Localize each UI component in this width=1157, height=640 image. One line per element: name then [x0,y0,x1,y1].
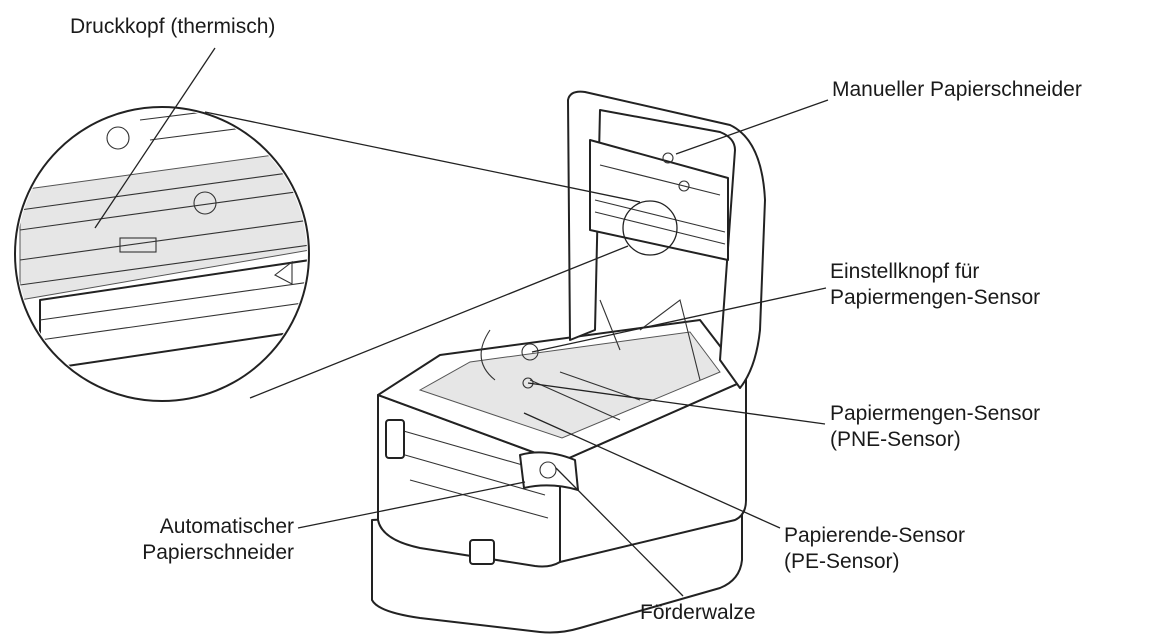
paper-compartment [418,331,721,439]
lid-shell [567,90,766,389]
leader-pe [523,412,781,529]
label-pe-line2: (PE-Sensor) [784,550,900,573]
front-button [385,419,405,459]
leader-knob [531,287,827,353]
leader-manual-cutter [675,99,829,155]
lid-cutter-bar [589,139,729,261]
zoom-target-circle [622,200,678,256]
label-pne-line1: Papiermengen-Sensor [830,402,1041,425]
label-manual-cutter: Manueller Papierschneider [832,78,1082,101]
label-pe-sensor: Papierende-Sensor (PE-Sensor) [784,523,965,575]
magnified-print-head [14,106,641,402]
label-print-head: Druckkopf (thermisch) [70,15,276,38]
label-auto-line2: Papierschneider [142,541,294,564]
leader-lines [94,47,829,597]
label-pne-line2: (PNE-Sensor) [830,428,961,451]
label-pe-line1: Papierende-Sensor [784,524,965,547]
label-auto-cutter: Automatischer Papierschneider [86,514,294,566]
printer-body [371,299,747,634]
roller-assembly [519,451,579,491]
leader-roller [555,467,684,597]
rear-connector [469,539,495,565]
printer-lid [567,90,766,389]
leader-pne [527,382,826,425]
label-knob-line2: Papiermengen-Sensor [830,286,1041,309]
label-roller: Förderwalze [640,601,756,624]
leader-print-head [94,47,216,229]
label-knob-line1: Einstellknopf für [830,260,980,283]
printer-front-face [377,394,561,568]
leader-auto-cutter [297,481,526,529]
label-auto-line1: Automatischer [159,515,294,538]
label-pne-sensor: Papiermengen-Sensor (PNE-Sensor) [830,401,1040,453]
label-knob: Einstellknopf für Papiermengen-Sensor [830,259,1040,311]
